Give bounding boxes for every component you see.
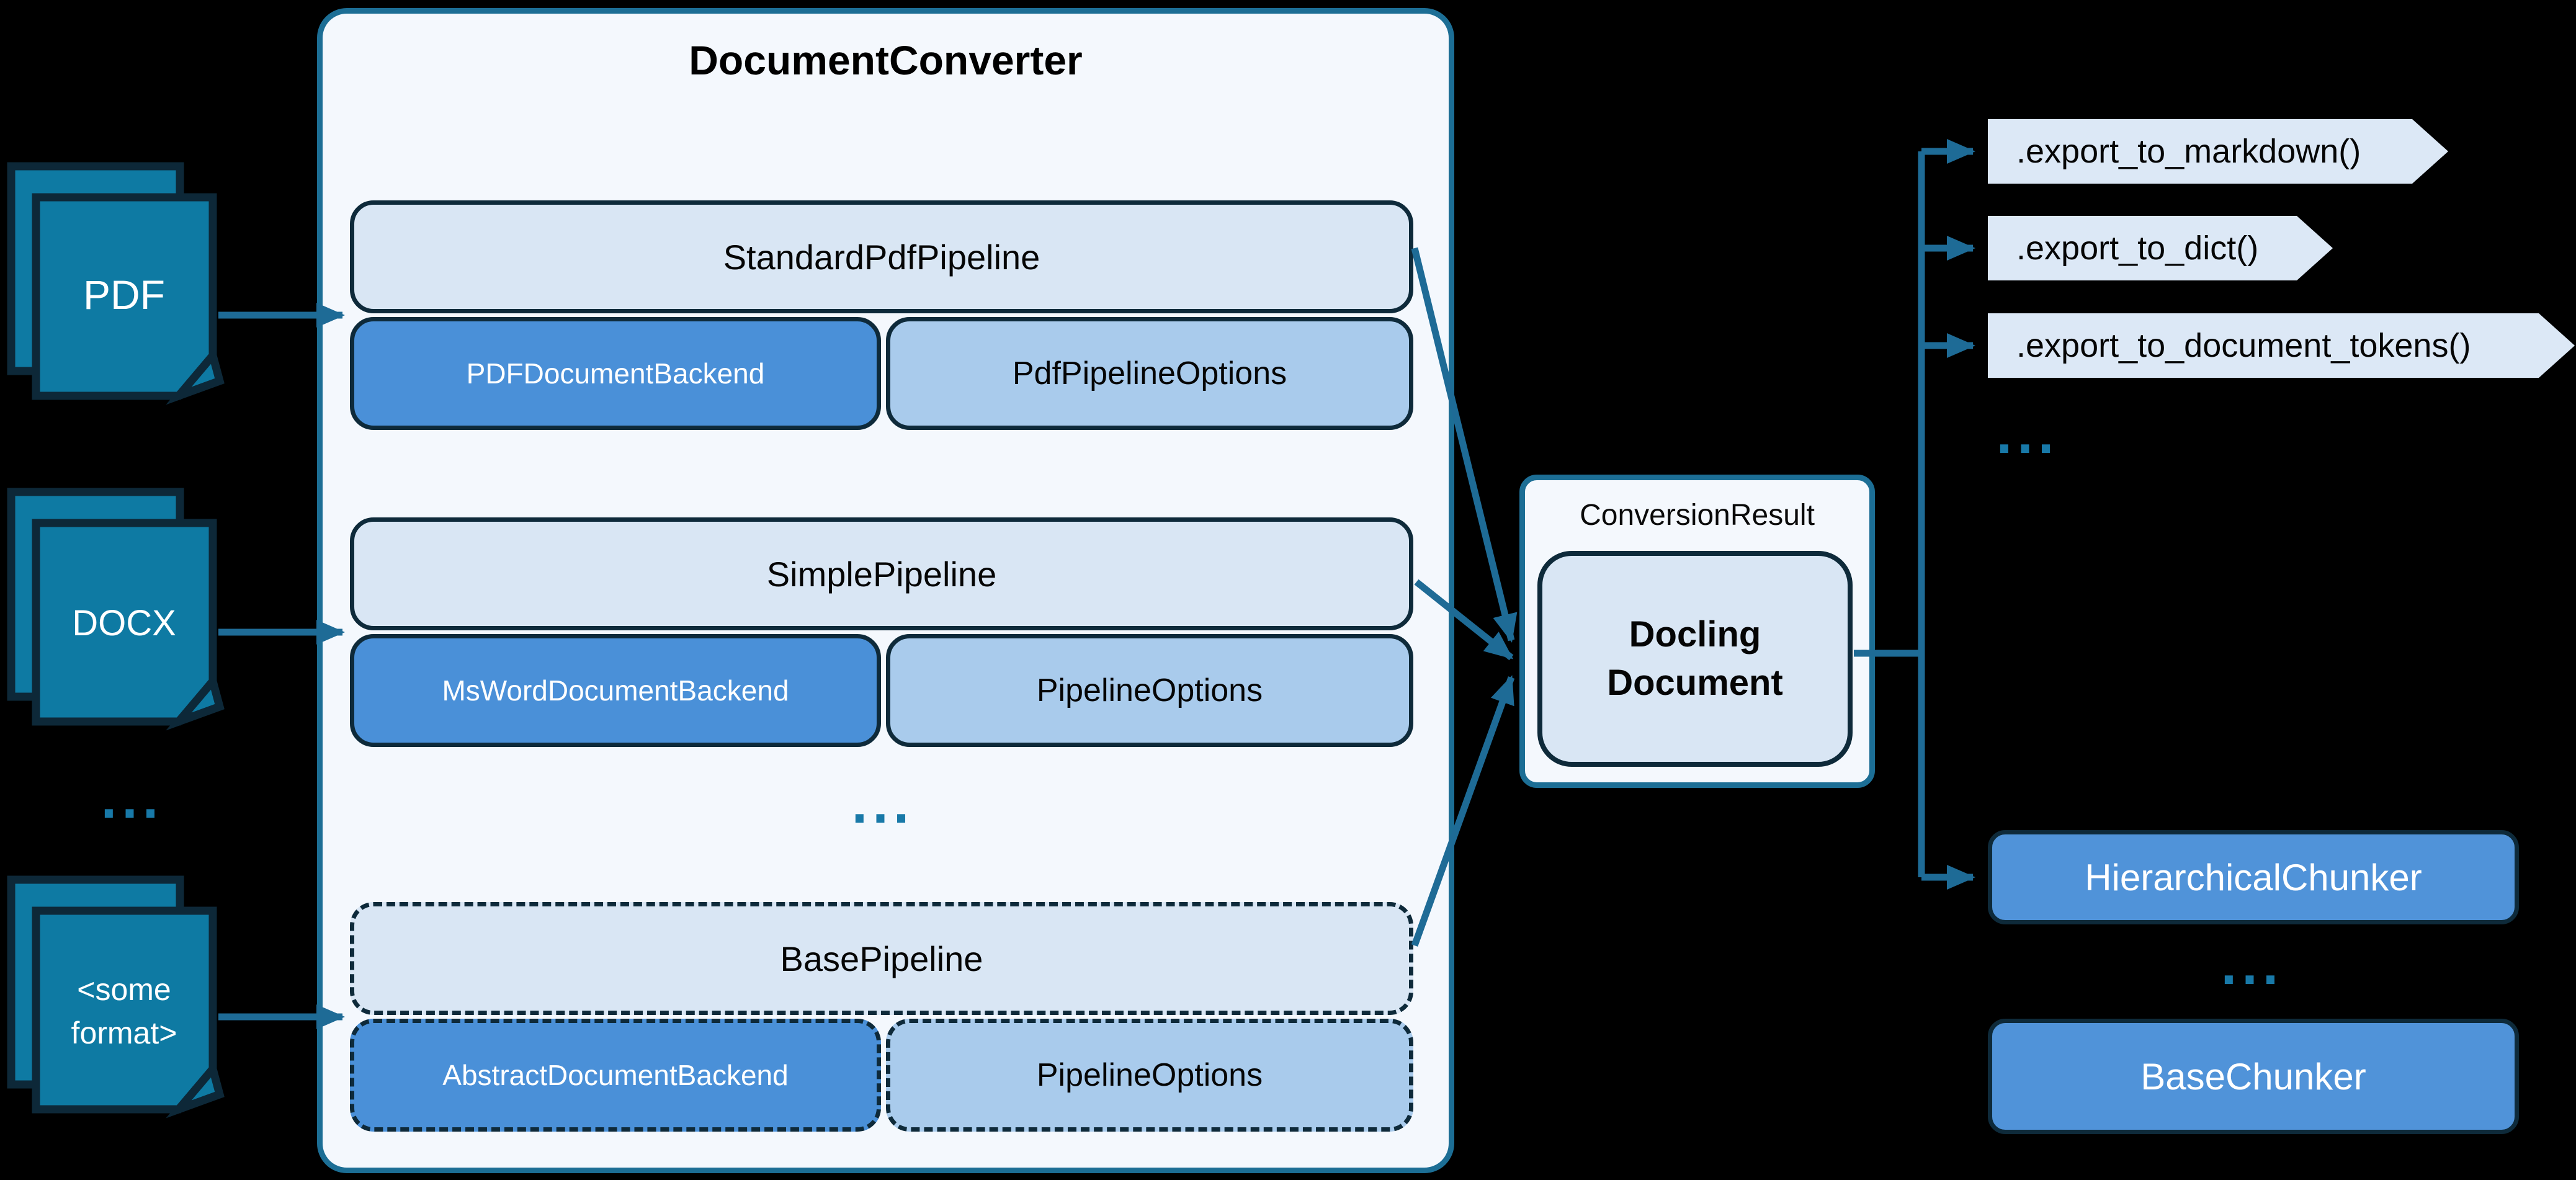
msword-document-backend-box: MsWordDocumentBackend [350, 634, 881, 747]
docx-doc-label: DOCX [72, 603, 176, 644]
pdf-doc-label: PDF [83, 271, 165, 318]
abstract-document-backend-box: AbstractDocumentBackend [350, 1019, 881, 1132]
chunkers-ellipsis: ... [2220, 932, 2284, 996]
simple-pipeline-box: SimplePipeline [350, 517, 1413, 630]
base-pipeline-box: BasePipeline [350, 902, 1413, 1015]
some-format-doc-label: <some format> [71, 972, 177, 1050]
conversion-result-label: ConversionResult [1580, 498, 1815, 532]
export-to-dict-tag: .export_to_dict() [1988, 216, 2333, 280]
converter-ellipsis: ... [851, 771, 915, 835]
base-pipeline-options-box: PipelineOptions [886, 1019, 1413, 1132]
pdf-document-backend-box: PDFDocumentBackend [350, 317, 881, 430]
inputs-ellipsis: ... [101, 766, 164, 830]
document-converter-title: DocumentConverter [689, 37, 1083, 83]
pipeline-options-box: PipelineOptions [886, 634, 1413, 747]
standard-pdf-pipeline-box: StandardPdfPipeline [350, 200, 1413, 313]
docling-document-box: Docling Document [1537, 551, 1853, 767]
base-chunker-box: BaseChunker [1988, 1019, 2519, 1134]
exports-ellipsis: ... [1996, 401, 2059, 465]
export-to-document-tokens-tag: .export_to_document_tokens() [1988, 313, 2575, 378]
pdf-pipeline-options-box: PdfPipelineOptions [886, 317, 1413, 430]
export-to-markdown-tag: .export_to_markdown() [1988, 119, 2448, 184]
hierarchical-chunker-box: HierarchicalChunker [1988, 830, 2519, 924]
